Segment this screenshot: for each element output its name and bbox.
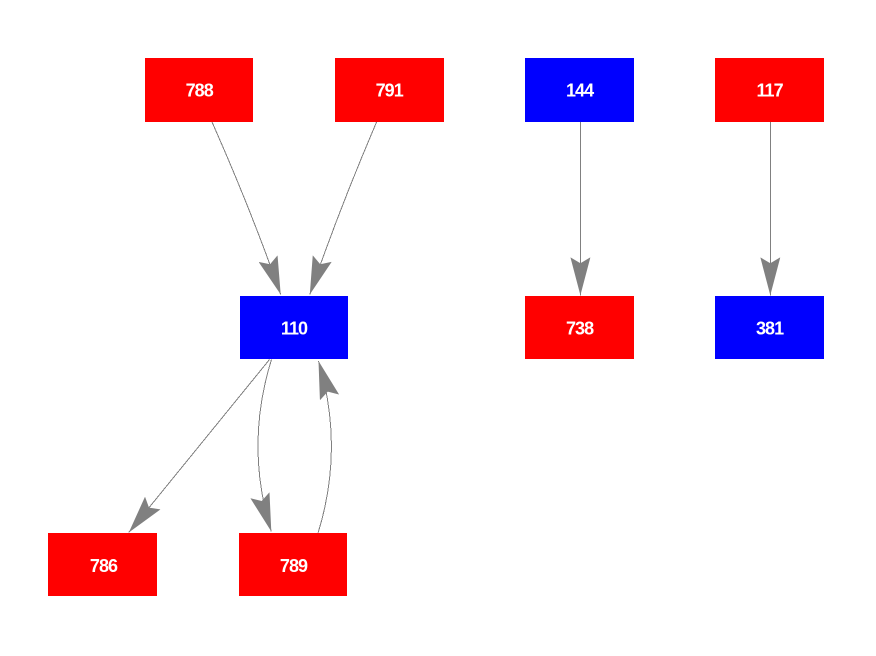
svg-text:381: 381 (756, 319, 784, 339)
svg-text:117: 117 (756, 81, 783, 101)
svg-text:738: 738 (566, 319, 594, 339)
svg-text:791: 791 (376, 81, 404, 101)
svg-text:789: 789 (280, 556, 308, 576)
svg-text:110: 110 (281, 319, 308, 339)
svg-text:144: 144 (566, 81, 594, 101)
svg-text:788: 788 (186, 81, 214, 101)
svg-text:786: 786 (90, 556, 118, 576)
